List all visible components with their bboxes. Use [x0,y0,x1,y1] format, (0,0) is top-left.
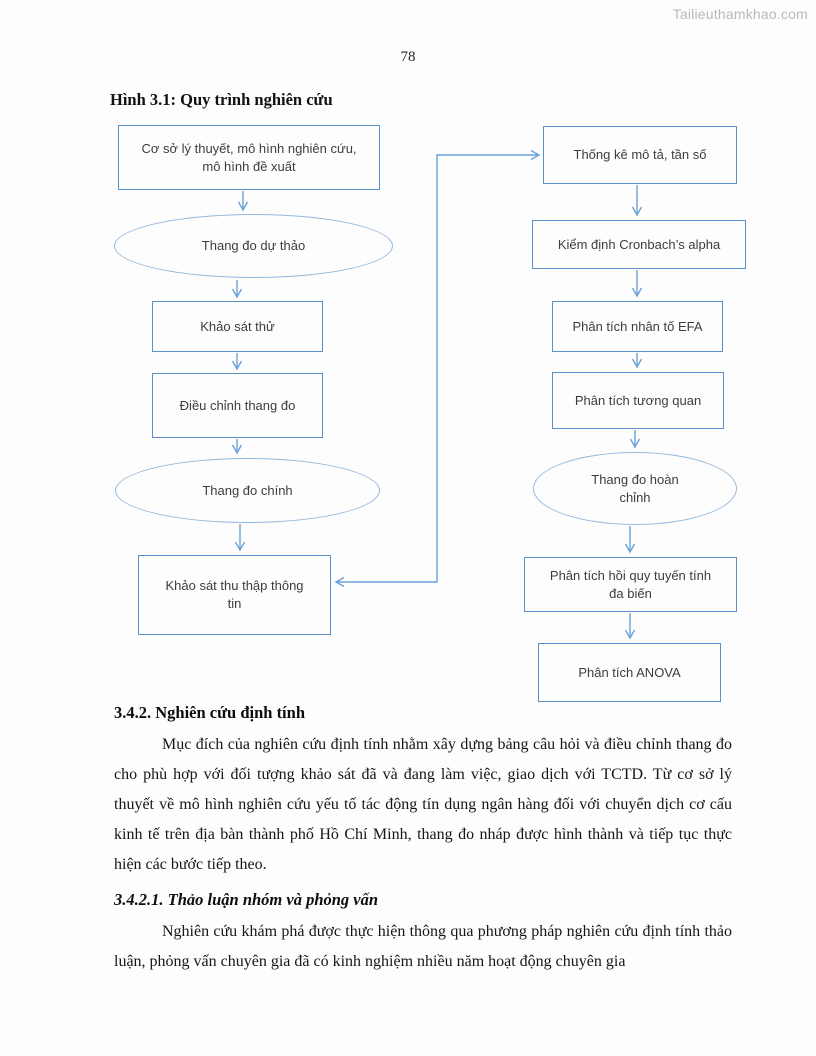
figure-title: Hình 3.1: Quy trình nghiên cứu [110,90,333,109]
section-paragraph-discussion: Nghiên cứu khám phá được thực hiện thông… [114,923,732,970]
node-label: Khảo sát thu thập thông tin [165,578,304,611]
flowchart-node-hoi-quy: Phân tích hồi quy tuyến tính đa biến [524,557,737,612]
node-label: Phân tích hồi quy tuyến tính đa biến [549,567,712,601]
section-heading-qualitative: 3.4.2. Nghiên cứu định tính [114,703,305,722]
node-label: Phân tích tương quan [574,392,702,408]
flowchart-node-thong-ke-mo-ta: Thống kê mô tả, tần số [543,126,737,184]
flowchart-node-efa: Phân tích nhân tố EFA [552,301,723,352]
node-label: Phân tích nhân tố EFA [572,318,703,334]
node-label: Kiểm định Cronbach’s alpha [557,236,721,252]
watermark: Tailieuthamkhao.com [672,6,808,22]
node-label: Thang đo dự thảo [201,238,306,254]
section-heading-discussion: 3.4.2.1. Thảo luận nhóm và phỏng vấn [114,890,379,909]
flowchart-node-co-so-ly-thuyet: Cơ sở lý thuyết, mô hình nghiên cứu, mô … [118,125,380,190]
node-label: Điều chỉnh thang đo [179,397,296,413]
flowchart-node-thang-do-du-thao: Thang đo dự thảo [114,214,393,278]
flowchart-node-tuong-quan: Phân tích tương quan [552,372,724,429]
node-label: Phân tích ANOVA [578,664,681,680]
flowchart-node-cronbach-alpha: Kiểm định Cronbach’s alpha [532,220,746,269]
node-label: Khảo sát thử [200,318,275,334]
page-number: 78 [400,49,416,65]
node-label: Thang đo hoàn chỉnh [591,471,679,505]
flowchart-node-anova: Phân tích ANOVA [538,643,721,702]
node-label: Thống kê mô tả, tần số [573,147,707,163]
node-label: Thang đo chính [202,482,293,498]
flowchart-node-thang-do-hoan-chinh: Thang đo hoàn chỉnh [533,452,737,525]
node-label: Cơ sở lý thuyết, mô hình nghiên cứu, mô … [141,140,357,174]
section-paragraph-qualitative: Mục đích của nghiên cứu định tính nhằm x… [114,736,732,873]
flowchart-node-khao-sat-thu: Khảo sát thử [152,301,323,352]
body-text: 3.4.2. Nghiên cứu định tính Mục đích của… [114,703,732,987]
flowchart-node-khao-sat-thu-thap: Khảo sát thu thập thông tin [138,555,331,635]
flowchart-node-dieu-chinh-thang-do: Điều chỉnh thang đo [152,373,323,438]
flowchart-node-thang-do-chinh: Thang đo chính [115,458,380,523]
